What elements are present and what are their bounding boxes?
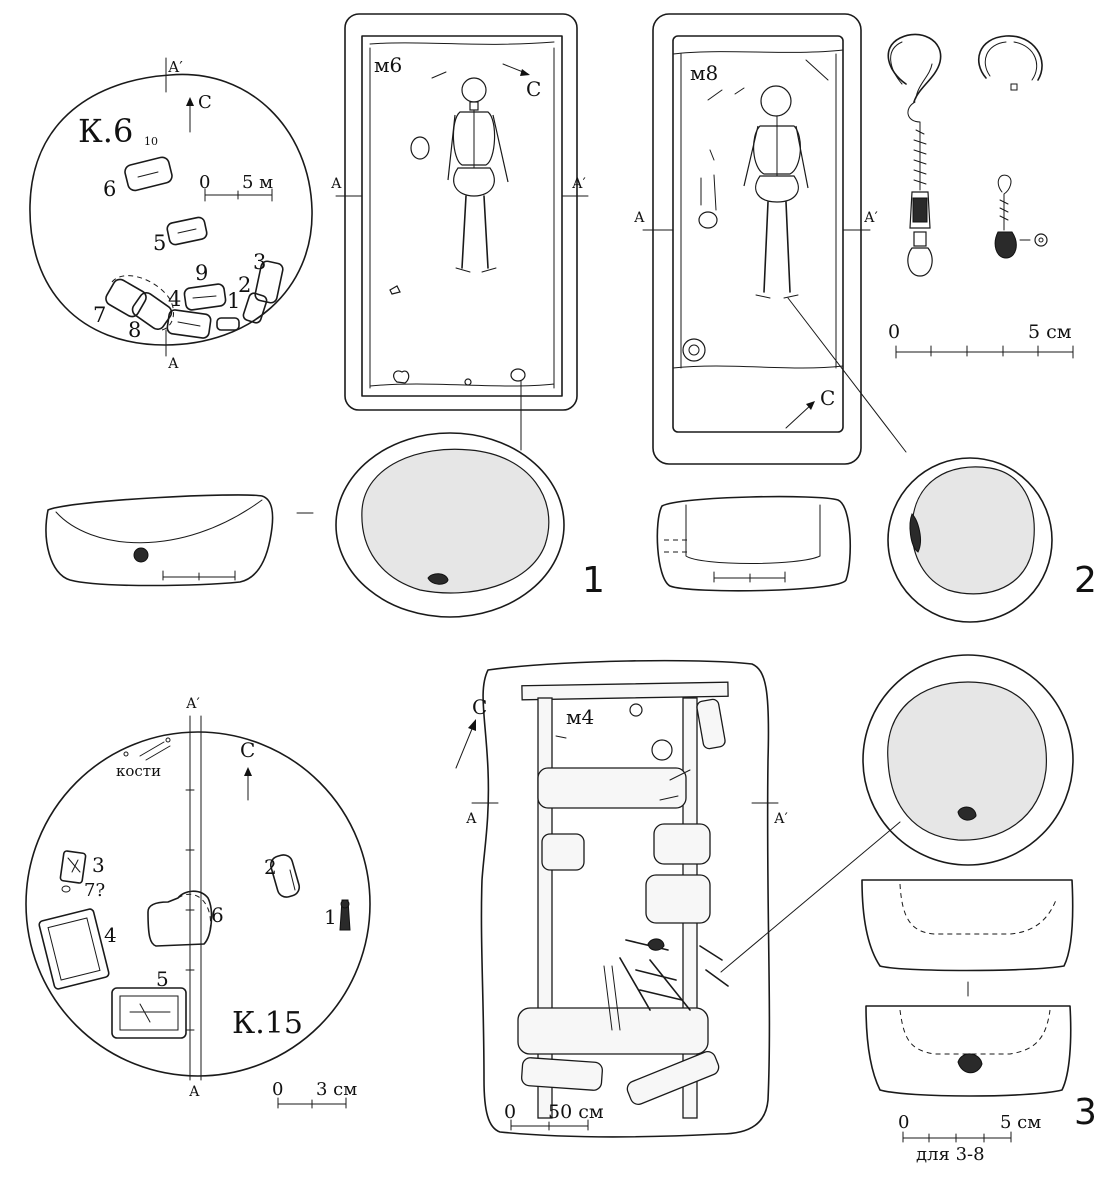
- svg-text:1: 1: [227, 289, 240, 313]
- north-arrow-icon: [502, 63, 530, 76]
- svg-text:10: 10: [144, 135, 158, 148]
- jewelry-items: 0 5 см: [887, 33, 1074, 359]
- mound-15-bones-label: кости: [116, 762, 161, 780]
- mound-6-section-a: А: [168, 356, 179, 372]
- grave-8-label: м8: [690, 61, 718, 85]
- earring-1-icon: [887, 33, 942, 277]
- mound-15-tomb-labels: 3 7? 4 5 6 2 1: [84, 853, 337, 991]
- jewelry-scale-zero: 0: [888, 321, 900, 343]
- mound-6-tombs: [105, 156, 284, 339]
- mound-6-plan: А′ А С К.6 0 5 м: [29, 57, 313, 372]
- vessel-scale-label: 5 см: [1000, 1112, 1041, 1133]
- north-arrow-icon: [455, 719, 476, 769]
- north-arrow-icon: [244, 767, 252, 801]
- figure-number-3: 3: [1074, 1092, 1097, 1133]
- vessel-3: 3: [861, 654, 1097, 1133]
- vessel-scale-note: для 3-8: [916, 1144, 985, 1165]
- svg-text:8: 8: [128, 318, 141, 342]
- svg-text:3: 3: [92, 853, 105, 877]
- mound-15-title: К.15: [232, 1006, 303, 1041]
- vessel-scale-bar: 0 5 см для 3-8: [898, 1112, 1041, 1165]
- mound-15-scale-bar: 0 3 см: [272, 1079, 357, 1109]
- mound-15-plan: А′ А С кости К.15: [25, 696, 371, 1109]
- vessel-2: 2: [656, 457, 1097, 623]
- grave-4-north: С: [472, 695, 487, 719]
- mound-15-north: С: [240, 738, 255, 762]
- mound-6-scale-bar: 0 5 м: [199, 172, 273, 202]
- grave-8-plan: А А′ м8 С: [634, 13, 907, 465]
- grave-6-plan: А А′ м6 С: [331, 13, 589, 451]
- jewelry-scale-bar: 0 5 см: [888, 321, 1074, 359]
- mound-15-section-a2: А′: [186, 696, 200, 712]
- svg-text:3: 3: [253, 250, 266, 274]
- figure-number-2: 2: [1074, 560, 1097, 601]
- grave-8-section-a2: А′: [864, 210, 878, 226]
- mound-15-scale-label: 3 см: [316, 1079, 357, 1100]
- grave-4-scale-label: 50 см: [548, 1101, 604, 1123]
- svg-text:5: 5: [153, 231, 166, 255]
- mound-6-scale-zero: 0: [199, 172, 210, 193]
- svg-text:4: 4: [168, 287, 181, 311]
- grave-6-section-a: А: [331, 176, 342, 192]
- mound-6-title: К.6: [78, 112, 133, 150]
- grave-6-label: м6: [374, 53, 402, 77]
- svg-text:2: 2: [264, 855, 277, 879]
- svg-text:7: 7: [93, 303, 106, 327]
- svg-text:2: 2: [238, 273, 251, 297]
- grave-4-scale-zero: 0: [504, 1101, 516, 1123]
- skeleton-icon: [447, 77, 509, 273]
- grave-6-section-a2: А′: [572, 176, 586, 192]
- grave-8-section-a: А: [634, 210, 645, 226]
- mound-6-section-a2: А′: [168, 58, 183, 76]
- north-arrow-icon: [785, 401, 815, 429]
- figure-number-1: 1: [582, 560, 605, 601]
- svg-text:9: 9: [195, 261, 208, 285]
- svg-text:5: 5: [156, 967, 169, 991]
- mound-6-north: С: [198, 92, 212, 113]
- mound-15-scale-zero: 0: [272, 1079, 283, 1100]
- vessel-1: 1: [45, 432, 605, 618]
- svg-text:7?: 7?: [84, 880, 105, 901]
- bones-marker: [123, 737, 171, 761]
- mound-15-tombs: [38, 850, 351, 1039]
- grave-4-section-a: А: [466, 811, 477, 827]
- mound-15-section-a: А: [189, 1084, 200, 1100]
- vessel-scale-zero: 0: [898, 1112, 909, 1133]
- svg-text:6: 6: [211, 903, 224, 927]
- svg-text:1: 1: [324, 905, 337, 929]
- mound-6-scale-label: 5 м: [242, 172, 273, 193]
- north-arrow-icon: [186, 97, 194, 133]
- grave-4-plan: А А′ м4 С 0 50 см: [455, 659, 901, 1138]
- grave-4-scale-bar: 0 50 см: [504, 1101, 604, 1131]
- svg-text:6: 6: [103, 177, 116, 201]
- grave-4-label: м4: [566, 705, 594, 729]
- skeleton-icon: [743, 85, 809, 299]
- jewelry-scale-label: 5 см: [1028, 321, 1072, 343]
- earring-2-icon: [977, 35, 1048, 259]
- grave-6-north: С: [526, 77, 541, 101]
- grave-4-section-a2: А′: [774, 811, 788, 827]
- grave-8-north: С: [820, 386, 835, 410]
- mound-6-tomb-labels: 10 6 5 9 3 2 1 4 7 8: [93, 135, 266, 342]
- svg-text:4: 4: [104, 923, 117, 947]
